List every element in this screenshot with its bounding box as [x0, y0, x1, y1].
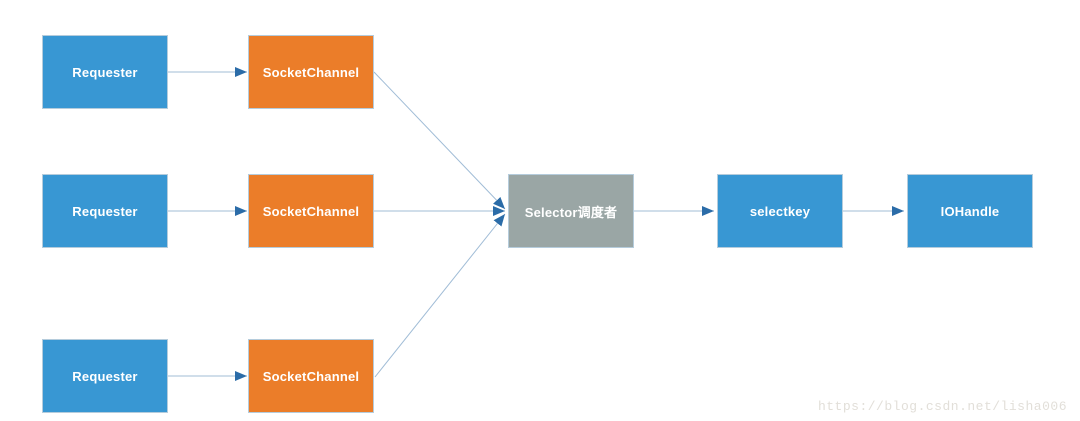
node-label: Requester	[72, 203, 138, 219]
node-label: SocketChannel	[262, 64, 360, 80]
node-label: SocketChannel	[262, 368, 360, 384]
node-label: Requester	[72, 64, 138, 80]
node-label: selectkey	[749, 203, 811, 219]
node-label: Selector调度者	[524, 204, 618, 220]
node-socketchannel-2: SocketChannel	[248, 174, 374, 248]
node-iohandle: IOHandle	[907, 174, 1033, 248]
edge-socketchannel1-selector	[373, 71, 506, 210]
watermark-url: https://blog.csdn.net/lisha006	[817, 399, 1067, 414]
node-socketchannel-1: SocketChannel	[248, 35, 374, 109]
edge-socketchannel3-selector	[374, 213, 506, 378]
node-selector-dispatcher: Selector调度者	[508, 174, 634, 248]
node-label: Requester	[72, 368, 138, 384]
node-socketchannel-3: SocketChannel	[248, 339, 374, 413]
node-label: SocketChannel	[262, 203, 360, 219]
node-requester-2: Requester	[42, 174, 168, 248]
node-label: IOHandle	[940, 203, 1000, 219]
node-requester-1: Requester	[42, 35, 168, 109]
node-requester-3: Requester	[42, 339, 168, 413]
node-selectkey: selectkey	[717, 174, 843, 248]
